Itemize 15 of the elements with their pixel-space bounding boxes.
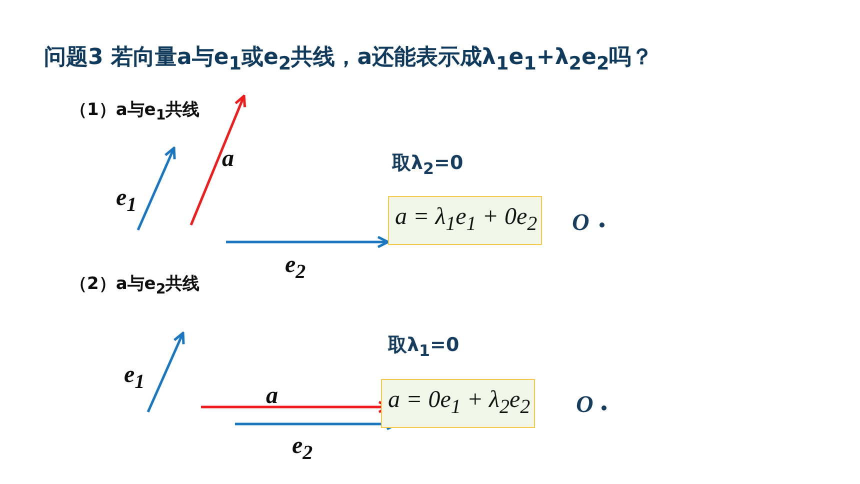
- point-label: O: [576, 392, 594, 419]
- formula-box: a = λ$_{1}$e$_{1}$ + 0e$_{2}$: [388, 196, 542, 245]
- vector-label: e$_{1}$: [124, 362, 145, 394]
- condition-label: 取λ$_{1}$=0: [388, 333, 460, 360]
- point-label: O: [572, 210, 590, 237]
- part-heading: （2）a与e$_{2}$共线: [70, 273, 200, 298]
- vector-label: e$_{1}$: [116, 185, 137, 217]
- vector-label: a: [222, 146, 234, 173]
- vector-label: e$_{2}$: [292, 433, 313, 465]
- condition-label: 取λ$_{2}$=0: [392, 151, 464, 178]
- formula-box: a = 0e$_{1}$ + λ$_{2}$e$_{2}$: [381, 379, 535, 428]
- vector-label: a: [266, 383, 278, 410]
- vector-label: e$_{2}$: [285, 252, 306, 284]
- question-heading: 问题3 若向量a与e$_{1}$或e$_{2}$共线，a还能表示成λ$_{1}$e$_{1}$+λ$_{2}$e$_{2}$吗？: [44, 44, 654, 74]
- part-heading: （1）a与e$_{1}$共线: [70, 99, 200, 124]
